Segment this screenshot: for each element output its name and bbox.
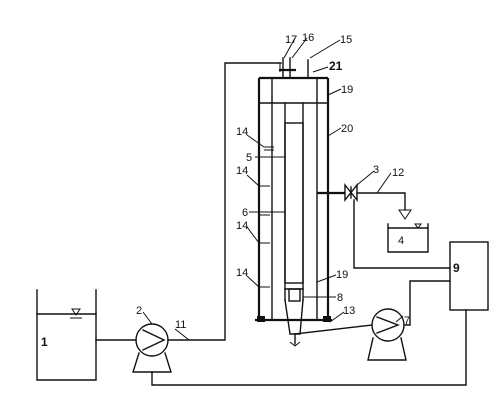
top-fittings [279, 57, 309, 79]
label-9: 9 [453, 261, 460, 275]
label-14-a: 14 [236, 126, 248, 138]
feed-tank [36, 289, 97, 381]
label-7: 7 [404, 315, 410, 327]
collection-vessel [387, 223, 429, 253]
label-14-d: 14 [236, 267, 248, 279]
label-3: 3 [373, 164, 379, 176]
label-19-top: 19 [341, 84, 353, 96]
label-13: 13 [343, 305, 355, 317]
label-2: 2 [136, 305, 142, 317]
label-19-bottom: 19 [336, 269, 348, 281]
label-15: 15 [340, 34, 352, 46]
label-11: 11 [175, 319, 186, 331]
label-21: 21 [329, 59, 343, 73]
controller-box [449, 241, 489, 311]
recycle-line [294, 324, 373, 335]
label-14-c: 14 [236, 220, 248, 232]
label-5: 5 [246, 152, 252, 164]
part-number-labels: 1 2 3 4 5 6 7 8 9 11 12 13 14 14 14 14 1… [41, 32, 460, 349]
label-8: 8 [337, 292, 343, 304]
label-6: 6 [242, 207, 248, 219]
reactor-column [255, 76, 332, 347]
label-17: 17 [285, 34, 297, 46]
leader-lines [142, 37, 404, 341]
recycle-pump [367, 308, 407, 361]
return-line [151, 309, 467, 386]
feed-pump [132, 323, 172, 373]
label-4: 4 [398, 235, 404, 247]
label-1: 1 [41, 335, 48, 349]
label-14-b: 14 [236, 165, 248, 177]
label-12: 12 [392, 167, 404, 179]
valve-control-line [353, 199, 451, 269]
pump-control-line [403, 280, 451, 326]
label-16: 16 [302, 32, 314, 44]
effluent-line [317, 183, 412, 220]
label-20: 20 [341, 123, 353, 135]
inlet-pipe [167, 62, 282, 341]
